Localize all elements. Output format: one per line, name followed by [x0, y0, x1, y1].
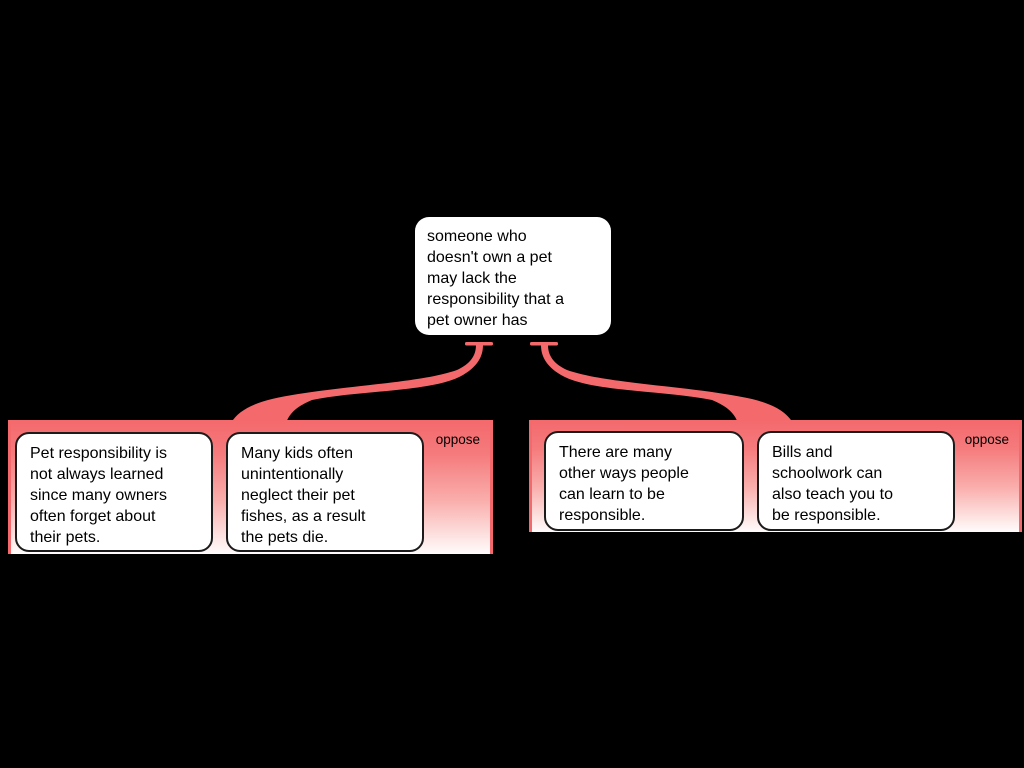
right-oppose-connector	[541, 345, 793, 423]
argument-node[interactable]: There are many other ways people can lea…	[544, 431, 744, 531]
argument-node[interactable]: Pet responsibility is not always learned…	[15, 432, 213, 552]
root-claim-node[interactable]: someone who doesn't own a pet may lack t…	[415, 217, 611, 335]
relation-label-oppose-left: oppose	[435, 432, 480, 447]
oppose-group-right: oppose There are many other ways people …	[529, 420, 1022, 532]
argument-node[interactable]: Many kids often unintentionally neglect …	[226, 432, 424, 552]
oppose-group-left: oppose Pet responsibility is not always …	[8, 420, 493, 554]
argument-node[interactable]: Bills and schoolwork can also teach you …	[757, 431, 955, 531]
right-connector-anchor	[530, 342, 558, 346]
left-connector-anchor	[465, 342, 493, 346]
left-oppose-connector	[231, 345, 483, 423]
relation-label-oppose-right: oppose	[964, 432, 1009, 447]
